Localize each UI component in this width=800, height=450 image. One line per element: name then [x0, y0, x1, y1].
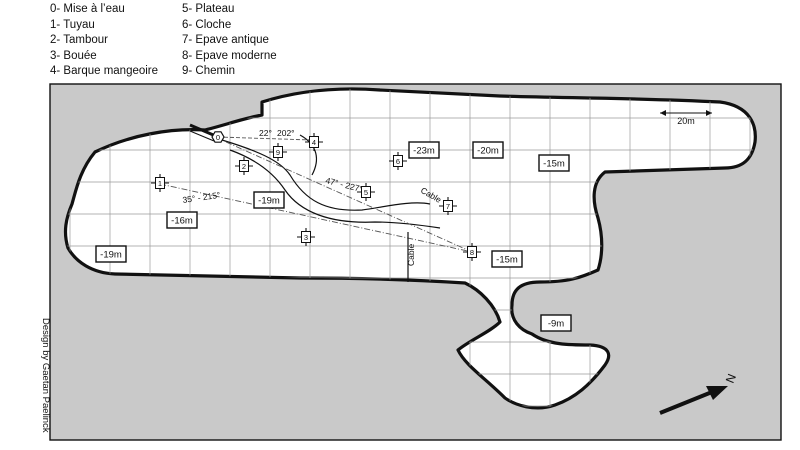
- site-marker-7: 7: [439, 197, 457, 215]
- site-marker-label: 1: [158, 179, 162, 188]
- site-marker-label: 3: [304, 233, 308, 242]
- scale-bar: 20m: [660, 110, 712, 126]
- designer-credit: Design by Gaetan Paelinck: [40, 318, 51, 433]
- depth-box: [491, 250, 523, 268]
- launch-marker: 0: [211, 131, 225, 143]
- site-marker-9: 9: [269, 143, 287, 161]
- site-marker-label: 6: [396, 157, 400, 166]
- legend-item: 0- Mise à l’eau: [50, 3, 125, 15]
- bearing-line-35-215: [159, 183, 473, 253]
- depth-box: [408, 141, 440, 159]
- bearing-line-47-227: [225, 141, 473, 253]
- depth-label: -19m: [258, 196, 280, 207]
- site-marker-label: 4: [312, 138, 316, 147]
- legend-column-1: 0- Mise à l’eau 1- Tuyau 2- Tambour 3- B…: [50, 2, 158, 80]
- depth-box: [538, 154, 570, 172]
- site-marker-label: 0: [216, 133, 220, 142]
- depth-box: [253, 191, 285, 209]
- legend-item: 3- Bouée: [50, 49, 97, 62]
- legend-item: 4- Barque mangeoire: [50, 65, 159, 78]
- depth-label: -20m: [477, 146, 499, 157]
- path-line-lower: [229, 149, 441, 229]
- path-line-upper: [221, 139, 431, 211]
- site-marker-6: 6: [389, 152, 407, 170]
- site-marker-label: 2: [242, 162, 246, 171]
- site-marker-1: 1: [151, 174, 169, 192]
- site-marker-label: 5: [364, 188, 368, 197]
- bearing-label: 202°: [277, 128, 295, 138]
- site-markers: 0 1 2 3 4 5 6 7 8 9: [151, 131, 481, 261]
- depth-box: [472, 141, 504, 159]
- site-marker-label: 7: [446, 202, 450, 211]
- scale-label: 20m: [677, 116, 695, 126]
- bearing-label: 22°: [259, 128, 272, 138]
- north-arrow-icon: N: [659, 372, 739, 415]
- depth-label: -9m: [548, 319, 564, 330]
- depth-label: -23m: [413, 146, 435, 157]
- path-curve: [299, 134, 318, 176]
- site-marker-3: 3: [297, 228, 315, 246]
- legend-item: 5- Plateau: [182, 3, 235, 15]
- depth-label: -19m: [100, 250, 122, 261]
- depth-box: [166, 211, 198, 229]
- cable-label: Cable: [406, 244, 416, 266]
- site-marker-label: 9: [276, 148, 280, 157]
- jetty-outline: [189, 130, 215, 142]
- legend-item: 7- Epave antique: [182, 34, 269, 47]
- site-marker-4: 4: [305, 133, 323, 151]
- depth-label: -15m: [543, 159, 565, 170]
- legend-column-2: 5- Plateau 6- Cloche 7- Epave antique 8-…: [182, 2, 277, 80]
- depth-box: [540, 314, 572, 332]
- legend-item: 1- Tuyau: [50, 18, 95, 31]
- bearing-line-22-202: [217, 136, 313, 141]
- legend-item: 6- Cloche: [182, 18, 232, 31]
- site-marker-label: 8: [470, 248, 474, 257]
- site-marker-2: 2: [235, 157, 253, 175]
- legend-item: 2- Tambour: [50, 34, 108, 47]
- depth-label: -15m: [496, 255, 518, 266]
- legend-item: 9- Chemin: [182, 65, 236, 78]
- depth-box: [95, 245, 127, 263]
- island-landmass: [63, 87, 757, 410]
- legend-item: 8- Epave moderne: [182, 49, 277, 62]
- site-marker-5: 5: [357, 183, 375, 201]
- depth-label: -16m: [171, 216, 193, 227]
- site-marker-8: 8: [463, 243, 481, 261]
- depth-boxes: -23m -20m -15m -19m -16m -19m -15m -9m: [95, 141, 572, 332]
